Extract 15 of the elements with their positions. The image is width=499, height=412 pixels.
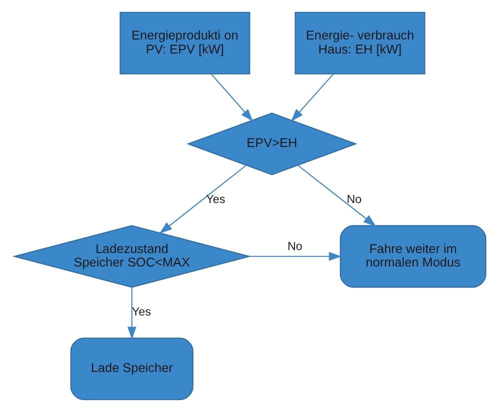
arrow — [126, 287, 136, 340]
arrow — [210, 74, 253, 122]
node-box: Energie- verbrauch Haus: EH [kW] — [294, 12, 425, 74]
edge-label: No — [346, 193, 362, 206]
node-box: Energieprodukti on PV: EPV [kW] — [119, 12, 250, 74]
arrow — [248, 252, 342, 261]
node-diamond: Ladezustand Speicher SOC<MAX — [12, 225, 251, 288]
node-box: Lade Speicher — [70, 338, 193, 400]
arrow — [158, 165, 246, 234]
edge-label: Yes — [206, 193, 225, 206]
arrow — [297, 164, 376, 226]
arrow — [290, 74, 334, 122]
edge-label: No — [286, 240, 302, 253]
node-box: Fahre weiter im normalen Modus — [339, 225, 486, 288]
node-diamond: EPV>EH — [186, 112, 357, 176]
